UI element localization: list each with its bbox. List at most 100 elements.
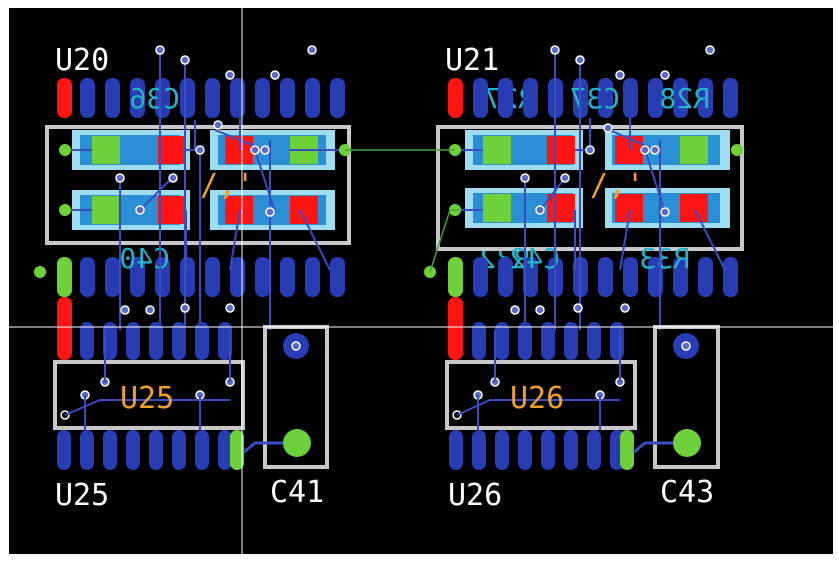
- pad: [205, 78, 220, 118]
- pad: [103, 322, 117, 360]
- pad: [523, 78, 538, 118]
- top-silk-mark: /,': [590, 168, 644, 203]
- u25-component[interactable]: U25 U25: [53, 297, 245, 513]
- label-c41: C41: [270, 475, 324, 510]
- c36-pad1: [92, 136, 120, 164]
- r28-pad2: [680, 136, 708, 164]
- pad: [280, 78, 295, 118]
- pad: [648, 78, 663, 118]
- pad: [255, 257, 270, 297]
- net-track-green: [429, 209, 460, 273]
- pad: [103, 430, 117, 470]
- pad: [205, 257, 220, 297]
- pad: [155, 257, 170, 297]
- pad: [587, 430, 601, 470]
- pad-pin1: [57, 78, 72, 118]
- pad: [195, 322, 209, 360]
- pad: [126, 430, 140, 470]
- u21-tracks: [455, 50, 726, 330]
- pad: [218, 322, 232, 360]
- pad: [498, 78, 513, 118]
- value-u25: U25: [120, 381, 174, 416]
- pad: [230, 78, 245, 118]
- pin1-mark: [452, 410, 462, 420]
- pad: [80, 78, 95, 118]
- pad-pin1: [448, 78, 463, 118]
- pad: [473, 78, 488, 118]
- pad-green: [57, 257, 72, 297]
- label-u20: U20: [55, 43, 109, 78]
- label-u25: U25: [55, 478, 109, 513]
- pad: [564, 322, 578, 360]
- label-u21: U21: [445, 43, 499, 78]
- pad: [541, 322, 555, 360]
- pad: [305, 257, 320, 297]
- pad: [623, 257, 638, 297]
- pad: [495, 430, 509, 470]
- pad: [218, 430, 232, 470]
- c42-pad1: [483, 194, 511, 222]
- pad: [472, 322, 486, 360]
- label-u26: U26: [448, 478, 502, 513]
- pad: [330, 257, 345, 297]
- pad: [305, 78, 320, 118]
- pad: [130, 78, 145, 118]
- pad-pin1: [448, 297, 463, 360]
- c43-via: [681, 341, 691, 351]
- pad: [723, 78, 738, 118]
- pad: [473, 257, 488, 297]
- u20-vias: [115, 45, 317, 217]
- u21-component[interactable]: C37 R28 C42 R33 /,': [424, 43, 744, 330]
- pad: [126, 322, 140, 360]
- u25-outline: [53, 360, 245, 430]
- pin1-mark: [60, 410, 70, 420]
- pad: [105, 78, 120, 118]
- u25-pads-top: [80, 322, 232, 360]
- label-c36: C36: [129, 82, 180, 115]
- label-r33: R33: [639, 242, 690, 275]
- c42-pad2: [547, 194, 575, 222]
- u20-pads-top-row: [57, 78, 345, 118]
- pad-green: [230, 430, 244, 470]
- u26-component[interactable]: U26 U26: [445, 297, 637, 513]
- label-c37: C37: [569, 82, 620, 115]
- c43-pad2: [673, 429, 701, 457]
- u20-component[interactable]: C36 R27 C40 R32 /,': [34, 43, 535, 330]
- pad: [518, 322, 532, 360]
- pad: [587, 322, 601, 360]
- pad: [698, 257, 713, 297]
- c43-track: [633, 441, 673, 454]
- label-r28: R28: [659, 82, 710, 115]
- c41-pad2: [283, 429, 311, 457]
- pad: [149, 430, 163, 470]
- pad: [598, 257, 613, 297]
- c40-pad1: [92, 196, 120, 224]
- pad: [80, 257, 95, 297]
- pad: [518, 430, 532, 470]
- pad: [541, 430, 555, 470]
- pad: [698, 78, 713, 118]
- pad: [449, 430, 463, 470]
- c37-pad1: [483, 136, 511, 164]
- pad: [180, 78, 195, 118]
- c37-pad2: [547, 136, 575, 164]
- u20-tracks: [65, 50, 345, 330]
- pad: [498, 257, 513, 297]
- label-c42: C42: [509, 242, 560, 275]
- c40-pad2: [158, 196, 186, 224]
- c43-component[interactable]: C43: [633, 325, 720, 510]
- pad: [57, 430, 71, 470]
- u26-pads-bottom: [449, 430, 634, 470]
- pad-pin1: [57, 297, 72, 360]
- u20-outline: [45, 125, 351, 245]
- pad: [564, 430, 578, 470]
- pad: [130, 257, 145, 297]
- pad: [673, 78, 688, 118]
- u25-pads-bottom: [57, 430, 244, 470]
- u20-pads-bottom-row: [57, 257, 345, 297]
- pad: [105, 257, 120, 297]
- pad: [255, 78, 270, 118]
- pad: [610, 322, 624, 360]
